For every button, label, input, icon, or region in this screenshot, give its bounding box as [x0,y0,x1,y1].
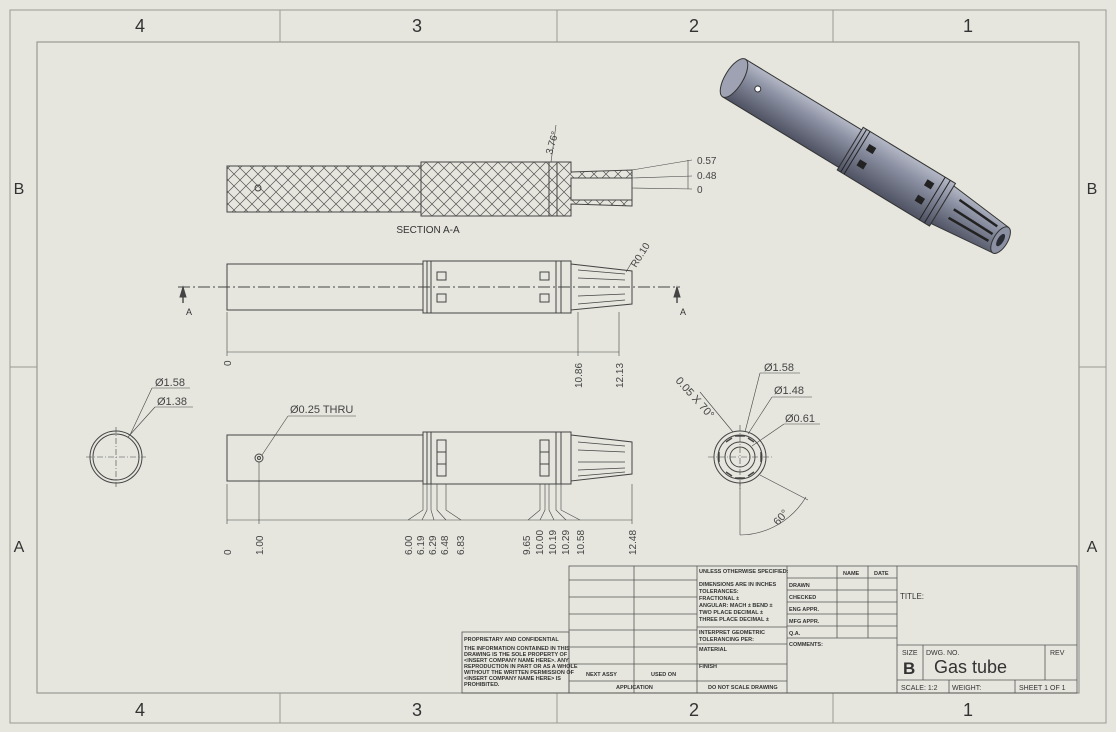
role-checked: CHECKED [789,595,816,601]
left-dia-158: Ø1.58 [155,377,185,389]
tolerance-line-2: TOLERANCES: [699,589,739,595]
tolerance-line-4: ANGULAR: MACH ± BEND ± [699,603,773,609]
ordinate-label: 6.29 [428,535,439,555]
dwg-no-label: DWG. NO. [926,650,959,657]
zone-top-2: 2 [689,16,699,36]
interpret-line-2: TOLERANCING PER: [699,637,754,643]
front-ord-1086: 10.86 [574,363,585,388]
zone-top-1: 1 [963,16,973,36]
proprietary-line-2: DRAWING IS THE SOLE PROPERTY OF [464,652,568,658]
material-label: MATERIAL [699,647,728,653]
ordinate-label: 6.19 [416,535,427,555]
front-ord-0: 0 [223,360,234,366]
proprietary-line-4: REPRODUCTION IN PART OR AS A WHOLE [464,664,578,670]
right-end-view [699,372,820,536]
ordinate-label: 10.00 [535,530,546,555]
role-qa: Q.A. [789,631,801,637]
tolerance-line-5: TWO PLACE DECIMAL ± [699,610,763,616]
next-assy-label: NEXT ASSY [586,672,617,678]
application-label: APPLICATION [616,685,653,691]
tolerance-header: UNLESS OTHERWISE SPECIFIED: [699,569,789,575]
ordinate-label: 12.48 [628,530,639,555]
role-drawn: DRAWN [789,583,810,589]
left-end-view [86,387,193,487]
zone-bottom-3: 3 [412,700,422,720]
do-not-scale-label: DO NOT SCALE DRAWING [708,685,778,691]
end-dia-158: Ø1.58 [764,362,794,374]
zone-right-a: A [1087,539,1098,556]
role-eng-appr: ENG APPR. [789,607,820,613]
tolerance-line-3: FRACTIONAL ± [699,596,739,602]
size-value: B [903,659,915,678]
zone-bottom-4: 4 [135,700,145,720]
left-dia-138: Ø1.38 [157,396,187,408]
zone-left-a: A [14,539,25,556]
section-dim-0: 0 [697,185,703,196]
sheet-label: SHEET 1 OF 1 [1019,685,1066,692]
end-dia-061: Ø0.61 [785,413,815,425]
tolerance-line-1: DIMENSIONS ARE IN INCHES [699,582,776,588]
proprietary-line-1: THE INFORMATION CONTAINED IN THIS [464,646,570,652]
ordinate-label: 0 [223,549,234,555]
front-ord-1213: 12.13 [615,363,626,388]
bottom-view [226,415,633,524]
section-dim-057: 0.57 [697,156,717,167]
end-dia-148: Ø1.48 [774,385,804,397]
proprietary-line-7: PROHIBITED. [464,682,500,688]
proprietary-heading: PROPRIETARY AND CONFIDENTIAL [464,637,559,643]
zone-top-4: 4 [135,16,145,36]
proprietary-line-6: <INSERT COMPANY NAME HERE> IS [464,676,561,682]
ordinate-label: 6.83 [456,535,467,555]
date-column-label: DATE [874,571,889,577]
weight-label: WEIGHT: [952,685,981,692]
zone-left-b: B [14,181,25,198]
tolerance-line-6: THREE PLACE DECIMAL ± [699,617,769,623]
used-on-label: USED ON [651,672,676,678]
front-view [178,260,681,356]
rev-label: REV [1050,650,1065,657]
ordinate-label: 1.00 [255,535,266,555]
dwg-no-value: Gas tube [934,657,1007,677]
section-label: SECTION A-A [396,225,460,236]
zone-top-3: 3 [412,16,422,36]
ordinate-label: 10.19 [548,530,559,555]
cut-mark-left: A [186,307,192,317]
name-column-label: NAME [843,571,860,577]
role-mfg-appr: MFG APPR. [789,619,820,625]
ordinate-label: 10.58 [576,530,587,555]
ordinate-label: 10.29 [561,530,572,555]
title-label: TITLE: [900,592,924,601]
zone-bottom-1: 1 [963,700,973,720]
hole-thru-dim: Ø0.25 THRU [290,404,353,416]
proprietary-line-5: WITHOUT THE WRITTEN PERMISSION OF [464,670,575,676]
title-block-grid [461,565,1078,694]
size-label: SIZE [902,650,918,657]
interpret-line-1: INTERPRET GEOMETRIC [699,630,765,636]
zone-ticks [10,10,1106,723]
isometric-view [719,58,1011,254]
zone-right-b: B [1087,181,1098,198]
section-view [226,124,693,217]
proprietary-line-3: <INSERT COMPANY NAME HERE>. ANY [464,658,569,664]
ordinate-label: 9.65 [522,535,533,555]
section-dim-048: 0.48 [697,171,717,182]
ordinate-label: 6.00 [404,535,415,555]
finish-label: FINISH [699,664,717,670]
comments-label: COMMENTS: [789,642,823,648]
zone-bottom-2: 2 [689,700,699,720]
scale-label: SCALE: 1:2 [901,685,938,692]
ordinate-label: 6.48 [440,535,451,555]
cut-mark-right: A [680,307,686,317]
